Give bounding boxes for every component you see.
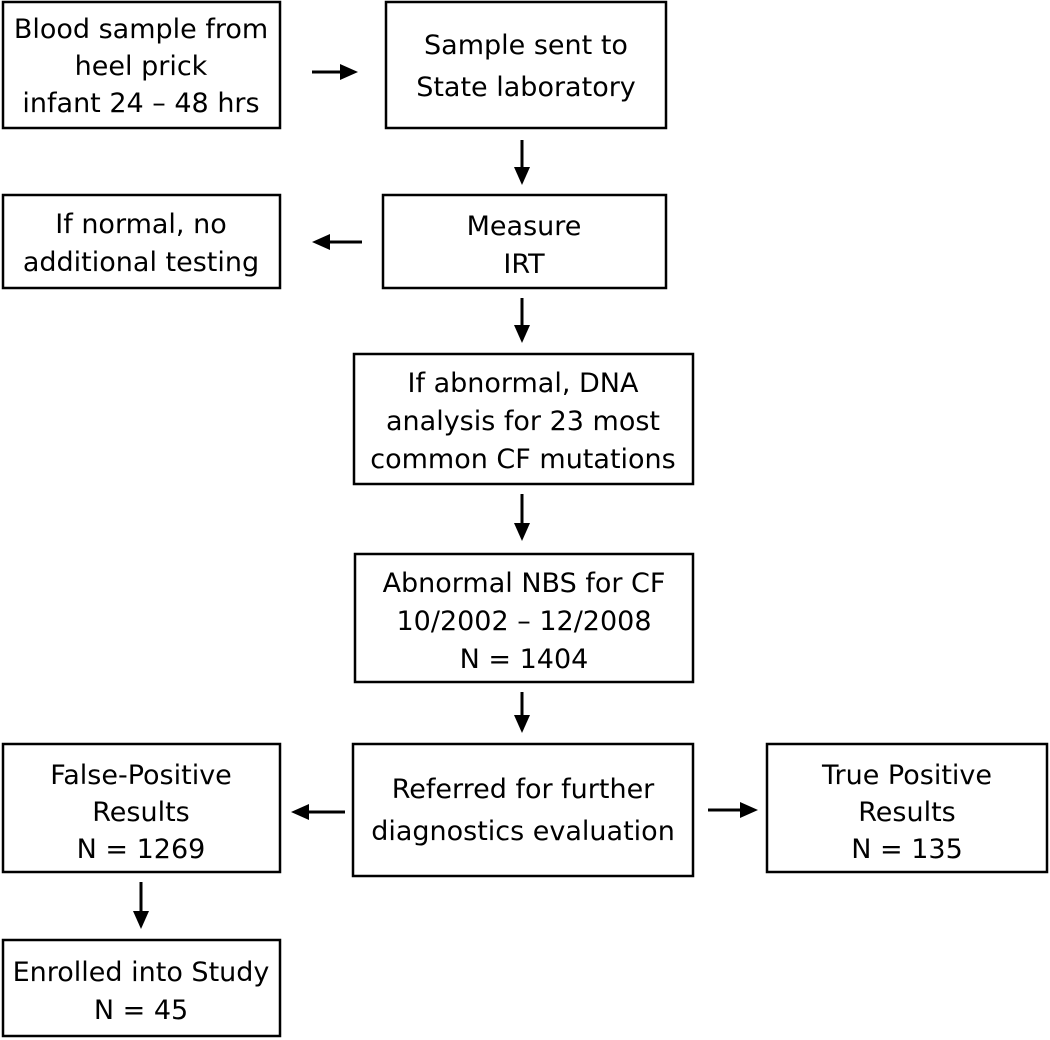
node-line: Referred for further (392, 774, 655, 805)
node-line: Enrolled into Study (13, 957, 270, 988)
node-line: If normal, no (55, 209, 226, 240)
node-line: True Positive (821, 760, 992, 791)
arrow-irt-to-dna (514, 298, 530, 343)
node-enrolled: Enrolled into Study N = 45 (1, 938, 282, 1038)
node-line: IRT (503, 249, 545, 280)
node-line: Blood sample from (14, 14, 268, 45)
arrow-irt-to-normal (312, 234, 362, 250)
node-dna-analysis: If abnormal, DNA analysis for 23 most co… (352, 352, 695, 486)
node-false-positive: False-Positive Results N = 1269 (1, 742, 282, 874)
node-line: Sample sent to (424, 30, 628, 61)
node-true-positive: True Positive Results N = 135 (765, 742, 1049, 874)
node-line: diagnostics evaluation (371, 816, 675, 847)
node-line: State laboratory (416, 72, 636, 103)
node-line: False-Positive (50, 760, 232, 791)
arrow-dna-to-nbs (514, 494, 530, 541)
node-line: N = 45 (94, 995, 188, 1026)
node-referred: Referred for further diagnostics evaluat… (351, 742, 695, 878)
node-line: N = 1404 (460, 644, 589, 675)
arrow-blood-to-sample-sent (312, 64, 358, 80)
node-line: common CF mutations (370, 444, 675, 475)
node-measure-irt: Measure IRT (381, 193, 668, 290)
node-line: If abnormal, DNA (408, 368, 639, 399)
arrow-referred-to-true-positive (708, 802, 758, 818)
node-line: analysis for 23 most (386, 406, 660, 437)
node-line: Results (858, 797, 956, 828)
node-line: Results (92, 797, 190, 828)
arrow-sample-sent-to-irt (514, 140, 530, 185)
arrow-false-positive-to-enrolled (133, 882, 149, 929)
node-line: N = 135 (851, 834, 963, 865)
node-blood-sample: Blood sample from heel prick infant 24 –… (1, 0, 282, 130)
node-line: N = 1269 (77, 834, 206, 865)
node-line: Measure (467, 211, 582, 242)
arrow-nbs-to-referred (514, 692, 530, 733)
node-abnormal-nbs: Abnormal NBS for CF 10/2002 – 12/2008 N … (353, 552, 695, 684)
node-line: additional testing (23, 247, 259, 278)
node-line: heel prick (75, 51, 208, 82)
node-line: Abnormal NBS for CF (383, 568, 666, 599)
arrow-referred-to-false-positive (291, 804, 345, 820)
node-line: 10/2002 – 12/2008 (397, 606, 652, 637)
node-sample-sent: Sample sent to State laboratory (384, 0, 668, 130)
node-line: infant 24 – 48 hrs (22, 88, 259, 119)
node-if-normal: If normal, no additional testing (1, 193, 282, 290)
